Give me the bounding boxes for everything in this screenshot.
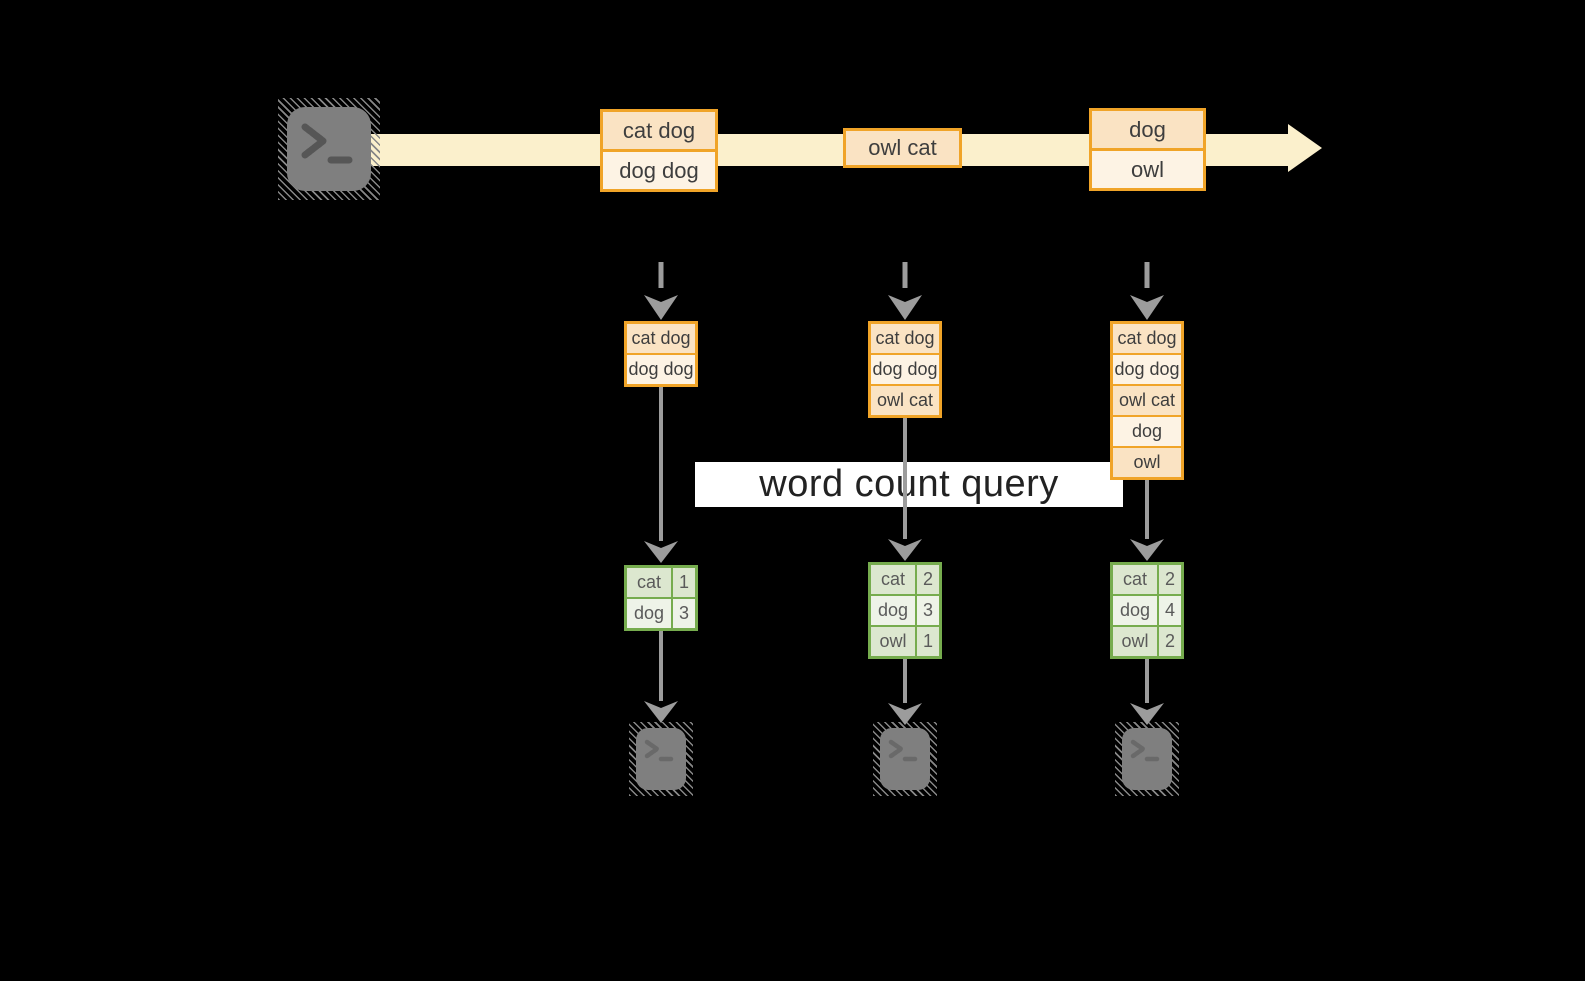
terminal-prompt-icon <box>1130 739 1160 762</box>
down-arrow-icon <box>644 387 678 563</box>
dashed-arrow-icon <box>1130 262 1164 320</box>
sink-terminal-icon <box>873 722 937 796</box>
terminal-plate <box>1122 728 1172 790</box>
state-line: owl cat <box>871 384 939 415</box>
down-arrow-icon <box>888 659 922 725</box>
count-word: cat <box>1113 565 1157 594</box>
sink-terminal-icon <box>1115 722 1179 796</box>
count-word: dog <box>871 596 915 625</box>
count-word: cat <box>627 568 671 597</box>
event-line: dog dog <box>603 149 715 189</box>
query-label: word count query <box>759 463 1059 505</box>
state-line: owl <box>1113 446 1181 477</box>
event-line: cat dog <box>603 112 715 149</box>
count-value: 1 <box>917 627 939 656</box>
event-box-3: dog owl <box>1089 108 1206 191</box>
down-arrow-icon <box>644 631 678 723</box>
state-line: dog dog <box>627 353 695 384</box>
state-line: dog dog <box>871 353 939 384</box>
down-arrow-icon <box>888 418 922 561</box>
state-line: cat dog <box>627 324 695 353</box>
event-box-2: owl cat <box>843 128 962 168</box>
state-line: cat dog <box>871 324 939 353</box>
count-value: 3 <box>917 596 939 625</box>
state-line: owl cat <box>1113 384 1181 415</box>
state-line: dog <box>1113 415 1181 446</box>
count-value: 2 <box>1159 565 1181 594</box>
dashed-arrow-icon <box>644 262 678 320</box>
count-word: owl <box>1113 627 1157 656</box>
count-value: 2 <box>1159 627 1181 656</box>
stream-arrowhead-icon <box>1288 124 1322 172</box>
state-line: dog dog <box>1113 353 1181 384</box>
count-table-3: cat 2 dog 4 owl 2 <box>1110 562 1184 659</box>
terminal-prompt-icon <box>301 123 353 164</box>
count-table-2: cat 2 dog 3 owl 1 <box>868 562 942 659</box>
event-line: owl <box>1092 148 1203 188</box>
state-box-2: cat dog dog dog owl cat <box>868 321 942 418</box>
terminal-plate <box>636 728 686 790</box>
terminal-plate <box>880 728 930 790</box>
count-word: cat <box>871 565 915 594</box>
source-terminal-icon <box>278 98 380 200</box>
count-value: 4 <box>1159 596 1181 625</box>
terminal-plate <box>287 107 371 191</box>
event-line: dog <box>1092 111 1203 148</box>
state-line: cat dog <box>1113 324 1181 353</box>
query-label-band: word count query <box>695 462 1123 507</box>
count-word: dog <box>1113 596 1157 625</box>
event-line: owl cat <box>846 131 959 165</box>
count-value: 1 <box>673 568 695 597</box>
count-value: 3 <box>673 599 695 628</box>
count-word: dog <box>627 599 671 628</box>
event-box-1: cat dog dog dog <box>600 109 718 192</box>
state-box-1: cat dog dog dog <box>624 321 698 387</box>
terminal-prompt-icon <box>888 739 918 762</box>
down-arrow-icon <box>1130 480 1164 561</box>
dashed-arrow-icon <box>888 262 922 320</box>
count-table-1: cat 1 dog 3 <box>624 565 698 631</box>
sink-terminal-icon <box>629 722 693 796</box>
down-arrow-icon <box>1130 659 1164 725</box>
count-value: 2 <box>917 565 939 594</box>
count-word: owl <box>871 627 915 656</box>
state-box-3: cat dog dog dog owl cat dog owl <box>1110 321 1184 480</box>
terminal-prompt-icon <box>644 739 674 762</box>
